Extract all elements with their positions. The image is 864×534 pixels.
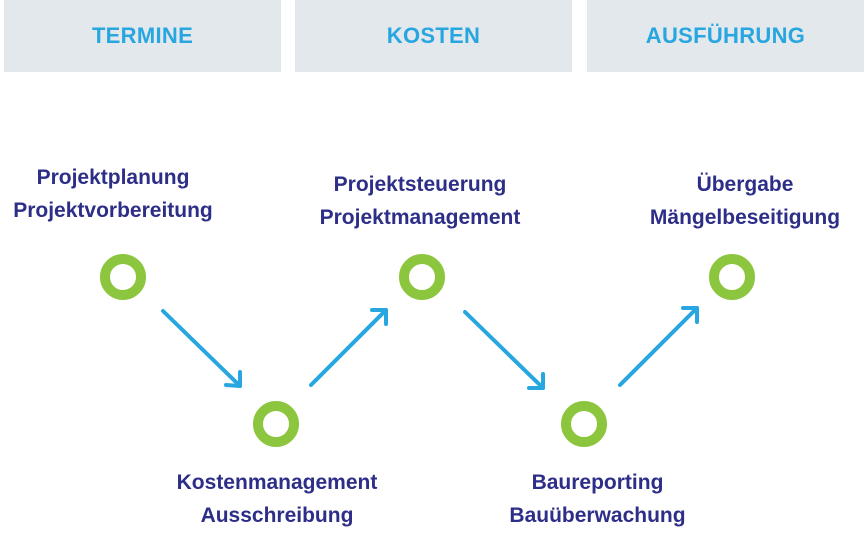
ring-node-icon xyxy=(100,254,146,300)
arrow-icon xyxy=(618,306,699,387)
step-subtitle: Projektvorbereitung xyxy=(13,199,213,222)
ring-node-icon xyxy=(561,401,607,447)
tab-label: TERMINE xyxy=(91,23,194,48)
step-label-kostenmanagement: Kostenmanagement Ausschreibung xyxy=(140,466,414,532)
tab-termine: TERMINE xyxy=(4,0,281,72)
step-subtitle: Ausschreibung xyxy=(200,504,354,527)
ring-node-icon xyxy=(399,254,445,300)
ring-node-icon xyxy=(709,254,755,300)
arrow-icon xyxy=(309,308,388,387)
ring-node-icon xyxy=(253,401,299,447)
tab-label: AUSFÜHRUNG xyxy=(645,23,806,48)
tab-label: KOSTEN xyxy=(386,23,481,48)
step-title: Übergabe xyxy=(696,173,794,196)
arrow-icon xyxy=(463,310,545,390)
step-subtitle: Projektmanagement xyxy=(319,206,521,229)
step-title: Baureporting xyxy=(531,471,664,494)
step-label-projektplanung: Projektplanung Projektvorbereitung xyxy=(0,161,226,227)
step-label-projektsteuerung: Projektsteuerung Projektmanagement xyxy=(300,168,540,234)
arrow-icon xyxy=(161,309,242,388)
tab-ausfuehrung: AUSFÜHRUNG xyxy=(587,0,864,72)
step-title: Projektsteuerung xyxy=(333,173,507,196)
step-label-uebergabe: Übergabe Mängelbeseitigung xyxy=(630,168,860,234)
step-title: Kostenmanagement xyxy=(176,471,378,494)
step-subtitle: Bauüberwachung xyxy=(509,504,686,527)
step-title: Projektplanung xyxy=(36,166,190,189)
step-subtitle: Mängelbeseitigung xyxy=(649,206,841,229)
tab-kosten: KOSTEN xyxy=(295,0,572,72)
step-label-baureporting: Baureporting Bauüberwachung xyxy=(470,466,725,532)
